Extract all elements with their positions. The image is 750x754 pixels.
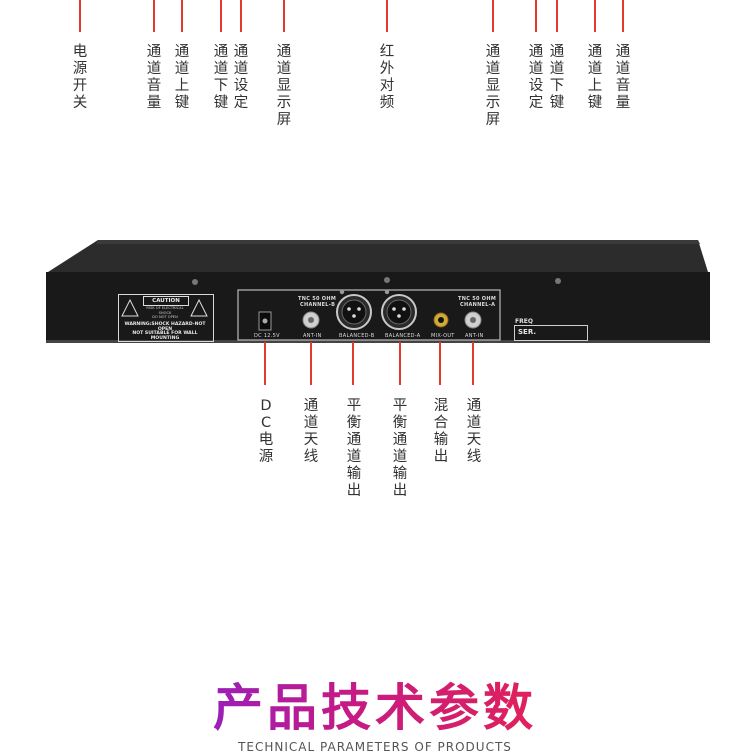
- leader-line-channel-display-a: [492, 0, 494, 32]
- antenna-a-core: [470, 317, 476, 323]
- label-power-switch: 电源开关: [72, 44, 88, 111]
- tnc-b-line-1: TNC 50 OHM: [298, 296, 337, 302]
- label-channel-up-b: 通道上键: [174, 44, 190, 111]
- ant-in-b-label: ANT-IN: [303, 333, 322, 339]
- leader-line-channel-display-b: [283, 0, 285, 32]
- label-balanced-output-b: 平衡通道输出: [346, 398, 362, 499]
- label-channel-down-a: 通道下键: [549, 44, 565, 111]
- tnc-b-line-2: CHANNEL-B: [300, 302, 336, 308]
- xlr-b-pin-1: [347, 307, 351, 311]
- section-heading-text: 产品技术参数: [213, 679, 537, 737]
- chassis-top: [48, 240, 708, 272]
- leader-line-channel-down-b: [220, 0, 222, 32]
- xlr-b-screw: [339, 289, 345, 295]
- xlr-output-a: [381, 294, 417, 330]
- caution-risk-text: RISK OF ELECTRICAL SHOCK DO NOT OPEN: [142, 306, 188, 320]
- xlr-a-pin-2: [402, 307, 406, 311]
- caution-sticker: [118, 294, 214, 342]
- leader-line-infrared-pairing: [386, 0, 388, 32]
- serial-label: SER.: [518, 328, 537, 336]
- xlr-a-insert: [386, 299, 412, 325]
- leader-line-power-switch: [79, 0, 81, 32]
- label-channel-set-b: 通道设定: [233, 44, 249, 111]
- dc-jack-pin: [262, 318, 268, 324]
- mix-out-label: MIX-OUT: [431, 333, 455, 339]
- label-antenna-a: 通道天线: [466, 398, 482, 465]
- label-channel-volume-a: 通道音量: [615, 44, 631, 111]
- xlr-b-pin-2: [357, 307, 361, 311]
- label-channel-set-a: 通道设定: [528, 44, 544, 111]
- label-balanced-output-a: 平衡通道输出: [392, 398, 408, 499]
- label-channel-up-a: 通道上键: [587, 44, 603, 111]
- ant-in-a-label: ANT-IN: [465, 333, 484, 339]
- leader-line-channel-volume-b: [153, 0, 155, 32]
- section-heading: 产品技术参数: [0, 668, 750, 740]
- chassis-top-highlight: [96, 240, 700, 244]
- caution-title: CAUTION: [143, 296, 189, 306]
- dc-jack: [258, 311, 272, 331]
- balanced-b-label: BALANCED-B: [339, 333, 375, 339]
- screw-mid: [384, 277, 390, 283]
- leader-line-channel-volume-a: [622, 0, 624, 32]
- screw-right: [555, 278, 561, 284]
- antenna-b-connector: [302, 311, 320, 329]
- caution-risk-line-2: DO NOT OPEN: [152, 315, 178, 319]
- warning-line-1: WARNING:SHOCK HAZARD-NOT OPEN: [124, 322, 206, 332]
- leader-line-channel-up-b: [181, 0, 183, 32]
- label-channel-volume-b: 通道音量: [146, 44, 162, 111]
- label-channel-display-a: 通道显示屏: [485, 44, 501, 128]
- tnc-a-line-1: TNC 50 OHM: [458, 296, 497, 302]
- leader-line-channel-set-b: [240, 0, 242, 32]
- screw-left: [192, 279, 198, 285]
- mix-output-jack-hole: [438, 317, 444, 323]
- antenna-a-connector: [464, 311, 482, 329]
- label-channel-down-b: 通道下键: [213, 44, 229, 111]
- serial-number-box: [514, 325, 588, 341]
- xlr-a-screw: [384, 289, 390, 295]
- label-antenna-b: 通道天线: [303, 398, 319, 465]
- label-channel-display-b: 通道显示屏: [276, 44, 292, 128]
- mix-output-jack: [433, 312, 449, 328]
- dc-rating-label: DC 12.5V: [254, 333, 280, 339]
- leader-line-channel-down-a: [556, 0, 558, 32]
- xlr-b-pin-3: [352, 314, 356, 318]
- caution-risk-line-1: RISK OF ELECTRICAL SHOCK: [146, 306, 184, 315]
- section-subheading: TECHNICAL PARAMETERS OF PRODUCTS: [238, 740, 512, 754]
- xlr-a-pin-3: [397, 314, 401, 318]
- xlr-a-pin-1: [392, 307, 396, 311]
- label-infrared-pairing: 红外对频: [379, 44, 395, 111]
- label-mix-output: 混合输出: [433, 398, 449, 465]
- tnc-a-line-2: CHANNEL-A: [460, 302, 496, 308]
- antenna-b-core: [308, 317, 314, 323]
- freq-label: FREQ: [515, 318, 533, 325]
- xlr-b-insert: [341, 299, 367, 325]
- leader-line-channel-set-a: [535, 0, 537, 32]
- balanced-a-label: BALANCED-A: [385, 333, 421, 339]
- xlr-output-b: [336, 294, 372, 330]
- leader-line-channel-up-a: [594, 0, 596, 32]
- label-dc-power: DC电源: [258, 398, 274, 465]
- warning-line-2: NOT SUITABLE FOR WALL MOUNTING: [132, 331, 198, 341]
